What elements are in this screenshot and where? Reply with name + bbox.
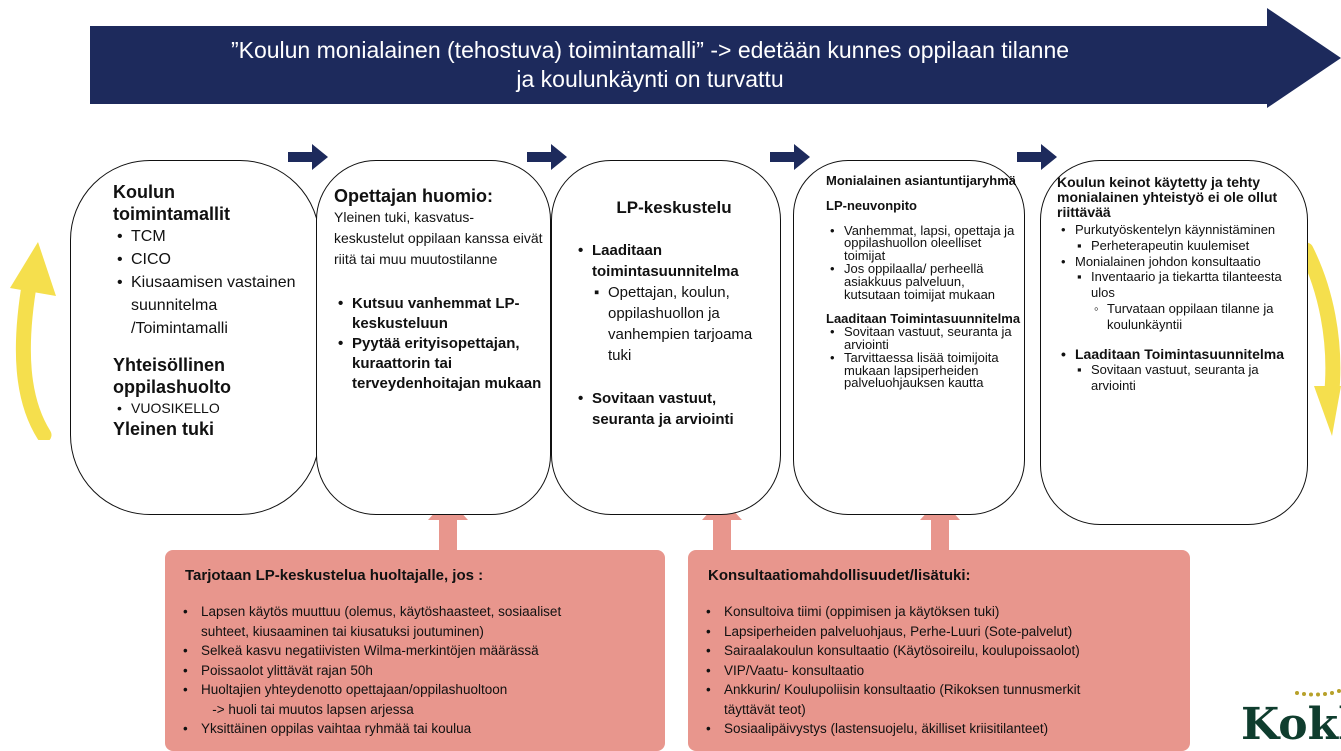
- panel-left-item-behavior-change: Lapsen käytös muuttuu (olemus, käytöshaa…: [179, 602, 659, 622]
- panel-right-title: Konsultaatiomahdollisuudet/lisätuki:: [708, 567, 971, 584]
- banner-line-2: ja koulunkäynti on turvattu: [516, 66, 784, 92]
- panel-left-title: Tarjotaan LP-keskustelua huoltajalle, jo…: [185, 567, 484, 584]
- stage-box-school-means-exhausted: Koulun keinot käytetty ja tehty monialai…: [1040, 160, 1308, 525]
- panel-offer-lp-discussion: Tarjotaan LP-keskustelua huoltajalle, jo…: [165, 550, 665, 751]
- stage1-heading2-line-2: oppilashuolto: [113, 377, 231, 397]
- panel-right-item-vip-vaatu: VIP/Vaatu- konsultaatio: [702, 661, 1182, 681]
- stage5-heading: Koulun keinot käytetty ja tehty monialai…: [1057, 174, 1278, 220]
- panel-right-item-police-consultation: Ankkurin/ Koulupoliisin konsultaatio (Ri…: [702, 680, 1182, 700]
- stage-box-lp-discussion: LP-keskustelu Laaditaan toimintasuunnite…: [551, 160, 781, 515]
- stage4-item-additional-actors: Tarvittaessa lisää toimijoita mukaan lap…: [826, 351, 1021, 390]
- loop-arrow-left: [10, 242, 56, 440]
- step-arrow-1: [288, 144, 328, 170]
- banner-arrow: [90, 8, 1341, 108]
- banner-line-1: ”Koulun monialainen (tehostuva) toiminta…: [230, 37, 1070, 63]
- stage1-heading2-line-1: Yhteisöllinen: [113, 355, 226, 375]
- stage2-heading: Opettajan huomio:: [334, 186, 493, 206]
- panel-right-item-social-emergency: Sosiaalipäivystys (lastensuojelu, äkilli…: [702, 719, 1182, 739]
- stage5-item-action-plan: Laaditaan Toimintasuunnitelma: [1057, 346, 1307, 363]
- logo-dots-icon: [1295, 689, 1341, 697]
- step-arrow-2: [527, 144, 567, 170]
- stage1-item-vuosikello: VUOSIKELLO: [113, 398, 313, 418]
- panel-right-item-hospital-school: Sairaalakoulun konsultaatio (Käytösoirei…: [702, 641, 1182, 661]
- panel-right-item-police-consultation-cont: täyttävät teot): [724, 701, 806, 717]
- stage5-subitem-family-therapist: Perheterapeutin kuulemiset: [1075, 238, 1307, 254]
- stage2-item-request-specialists: Pyytää erityisopettajan, kuraattorin tai…: [334, 334, 544, 394]
- logo-wordmark: Kokk: [1241, 699, 1341, 750]
- stage3-item-action-plan: Laaditaan toimintasuunnitelma: [574, 240, 774, 282]
- stage2-intro: Yleinen tuki, kasvatus-keskustelut oppil…: [334, 209, 543, 267]
- panel-left-item-guardian-contact: Huoltajien yhteydenotto opettajaan/oppil…: [179, 680, 659, 700]
- stage1-item-cico: CICO: [113, 248, 313, 271]
- stage5-item-unwinding-work: Purkutyöskentelyn käynnistäminen: [1057, 222, 1307, 238]
- stage1-heading-line-1: Koulun: [113, 182, 175, 202]
- stage5-subitem-responsibilities: Sovitaan vastuut, seuranta ja arviointi: [1075, 362, 1307, 394]
- stage4-heading2: Laaditaan Toimintasuunnitelma: [826, 311, 1021, 327]
- stage4-subheading: LP-neuvonpito: [826, 197, 917, 213]
- panel-left-item-behavior-change-cont: suhteet, kiusaaminen tai kiusatuksi jout…: [201, 623, 484, 639]
- panel-consultation-options: Konsultaatiomahdollisuudet/lisätuki: Kon…: [688, 550, 1190, 751]
- panel-right-item-family-services: Lapsiperheiden palveluohjaus, Perhe-Luur…: [702, 622, 1182, 642]
- stage3-heading: LP-keskustelu: [616, 198, 732, 217]
- banner-title: ”Koulun monialainen (tehostuva) toiminta…: [110, 36, 1190, 94]
- stage-box-multiprofessional-group: Monialainen asiantuntijaryhmä LP-neuvonp…: [793, 160, 1025, 515]
- stage1-item-tcm: TCM: [113, 225, 313, 248]
- stage4-heading: Monialainen asiantuntijaryhmä: [826, 173, 1016, 188]
- stage4-item-service-clients: Jos oppilaalla/ perheellä asiakkuus palv…: [826, 262, 1021, 301]
- stage1-heading-line-2: toimintamallit: [113, 204, 231, 224]
- stage-box-school-models: Koulun toimintamallit TCM CICO Kiusaamis…: [70, 160, 320, 515]
- panel-left-item-wilma-marks: Selkeä kasvu negatiivisten Wilma-merkint…: [179, 641, 659, 661]
- stage4-item-participants: Vanhemmat, lapsi, opettaja ja oppilashuo…: [826, 224, 1021, 263]
- stage5-item-management-consultation: Monialainen johdon konsultaatio: [1057, 254, 1307, 270]
- stage5-subitem-inventory: Inventaario ja tiekartta tilanteesta ulo…: [1075, 269, 1307, 301]
- stage1-item-antibullying: Kiusaamisen vastainen suunnitelma /Toimi…: [113, 271, 313, 340]
- stage3-subitem-support: Opettajan, koulun, oppilashuollon ja van…: [592, 282, 774, 366]
- stage4-item-responsibilities: Sovitaan vastuut, seuranta ja arviointi: [826, 325, 1021, 352]
- panel-left-item-changes-school: Yksittäinen oppilas vaihtaa ryhmää tai k…: [179, 719, 659, 739]
- step-arrow-3: [770, 144, 810, 170]
- stage-box-teacher-attention: Opettajan huomio: Yleinen tuki, kasvatus…: [316, 160, 551, 515]
- stage3-item-responsibilities: Sovitaan vastuut, seuranta ja arviointi: [574, 388, 774, 430]
- kokkola-logo: Kokk: [1239, 685, 1341, 751]
- step-arrow-4: [1017, 144, 1057, 170]
- stage2-item-invite-parents: Kutsuu vanhemmat LP-keskusteluun: [334, 294, 544, 334]
- stage5-subsubitem-secure-situation: Turvataan oppilaan tilanne ja koulunkäyn…: [1091, 301, 1307, 333]
- stage1-heading3: Yleinen tuki: [113, 419, 215, 439]
- panel-right-item-consulting-team: Konsultoiva tiimi (oppimisen ja käytökse…: [702, 602, 1182, 622]
- loop-arrow-right: [1298, 242, 1341, 436]
- panel-left-item-guardian-contact-cont: -> huoli tai muutos lapsen arjessa: [201, 701, 414, 717]
- panel-left-item-absences: Poissaolot ylittävät rajan 50h: [179, 661, 659, 681]
